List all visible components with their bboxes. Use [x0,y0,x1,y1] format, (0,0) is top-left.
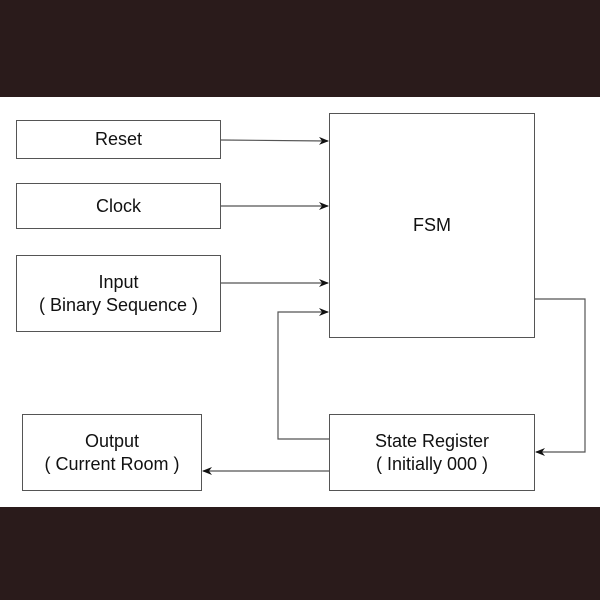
clock-label: Clock [95,195,141,216]
clock-block: Clock [16,183,221,229]
fsm-block: FSM [329,113,535,338]
input-label: Input [98,271,139,292]
reset-label: Reset [94,129,143,149]
output-label: Output [84,430,140,451]
fsm-label: FSM [413,215,451,235]
state-register-label: State Register [374,430,490,451]
input-sublabel: ( Binary Sequence ) [38,294,199,315]
input-block: Input ( Binary Sequence ) [16,255,221,332]
state-register-sublabel: ( Initially 000 ) [375,453,489,474]
output-sublabel: ( Current Room ) [44,453,180,474]
output-block: Output ( Current Room ) [22,414,202,491]
reset-block: Reset [16,120,221,159]
state-register-block: State Register ( Initially 000 ) [329,414,535,491]
